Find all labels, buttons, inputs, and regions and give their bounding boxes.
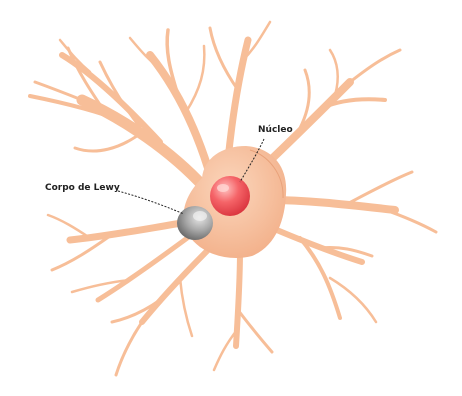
lewy-pointer-line	[118, 191, 184, 214]
nucleus-label: Núcleo	[258, 125, 293, 135]
nucleus	[210, 176, 250, 216]
lewy-body-label: Corpo de Lewy	[45, 183, 120, 193]
lewy-body	[177, 206, 213, 240]
